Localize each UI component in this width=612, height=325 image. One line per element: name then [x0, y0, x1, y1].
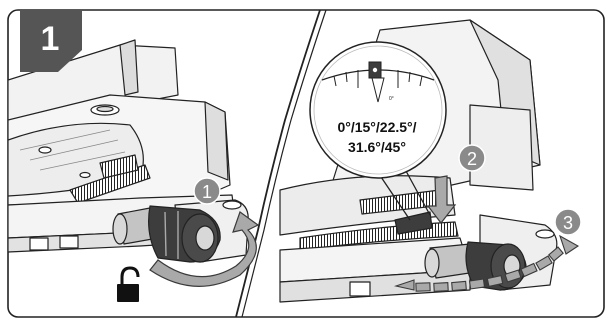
sub-step-3-marker: 3 — [555, 209, 581, 235]
step-number: 1 — [41, 20, 60, 58]
unlock-padlock-icon — [117, 268, 139, 302]
angle-values-line1: 0°/15°/22.5°/ — [337, 119, 416, 135]
sub-step-1-number: 1 — [202, 182, 212, 202]
sub-step-2-marker: 2 — [459, 145, 485, 171]
miter-lock-knob — [113, 206, 220, 262]
left-panel — [8, 40, 248, 262]
dial-mark: 0° — [389, 96, 394, 102]
sub-step-3-number: 3 — [563, 213, 573, 233]
angle-values-line2: 31.6°/45° — [348, 139, 406, 155]
sub-step-1-marker: 1 — [194, 178, 220, 204]
sub-step-2-number: 2 — [467, 149, 477, 169]
